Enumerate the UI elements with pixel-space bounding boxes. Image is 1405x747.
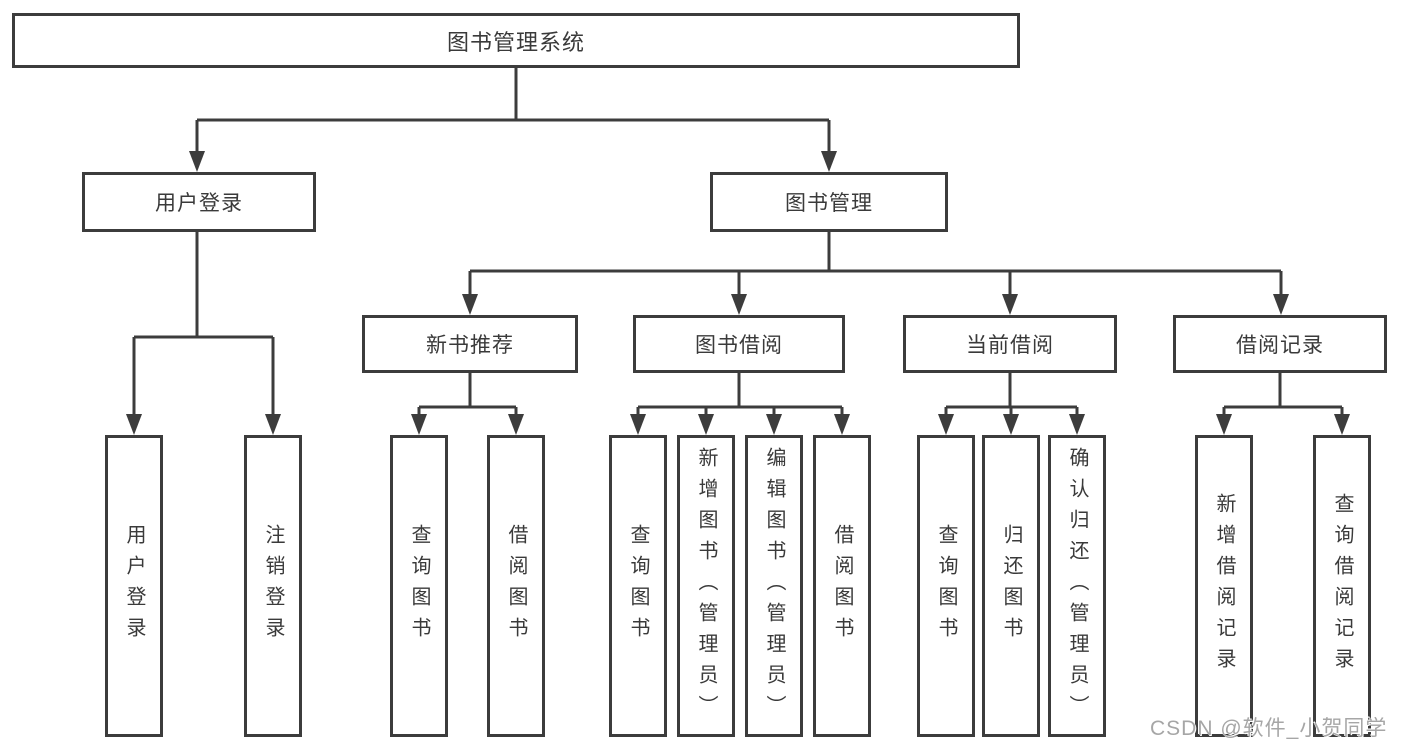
leaf-records-add-borrow-record-label: 新增借阅记录 xyxy=(1213,493,1235,679)
leaf-recommend-borrow-books-label: 借阅图书 xyxy=(505,524,527,648)
leaf-current-confirm-return-admin: 确认归还（管理员） xyxy=(1048,435,1106,737)
leaf-current-query-books-label: 查询图书 xyxy=(935,524,957,648)
leaf-recommend-query-books-label: 查询图书 xyxy=(408,524,430,648)
node-borrow-records-label: 借阅记录 xyxy=(1236,334,1324,357)
node-new-book-recommend-label: 新书推荐 xyxy=(426,334,514,357)
leaf-user-login-label: 用户登录 xyxy=(123,524,145,648)
leaf-borrow-query-books-label: 查询图书 xyxy=(627,524,649,648)
leaf-records-add-borrow-record: 新增借阅记录 xyxy=(1195,435,1253,737)
leaf-borrow-edit-books-admin: 编辑图书（管理员） xyxy=(745,435,803,737)
node-book-management: 图书管理 xyxy=(710,172,948,232)
leaf-logout: 注销登录 xyxy=(244,435,302,737)
root-node-library-management-system: 图书管理系统 xyxy=(12,13,1020,68)
leaf-borrow-edit-books-admin-label: 编辑图书（管理员） xyxy=(763,446,785,726)
leaf-current-query-books: 查询图书 xyxy=(917,435,975,737)
leaf-user-login: 用户登录 xyxy=(105,435,163,737)
node-user-login-label: 用户登录 xyxy=(155,192,243,215)
node-current-borrow-label: 当前借阅 xyxy=(966,334,1054,357)
leaf-current-return-books-label: 归还图书 xyxy=(1000,524,1022,648)
node-book-borrow: 图书借阅 xyxy=(633,315,845,373)
node-book-management-label: 图书管理 xyxy=(785,192,873,215)
node-user-login: 用户登录 xyxy=(82,172,316,232)
csdn-watermark: CSDN @软件_小贺同学 xyxy=(1150,717,1388,740)
leaf-current-return-books: 归还图书 xyxy=(982,435,1040,737)
leaf-borrow-borrow-books-label: 借阅图书 xyxy=(831,524,853,648)
node-borrow-records: 借阅记录 xyxy=(1173,315,1387,373)
leaf-borrow-add-books-admin: 新增图书（管理员） xyxy=(677,435,735,737)
leaf-current-confirm-return-admin-label: 确认归还（管理员） xyxy=(1066,446,1088,726)
root-node-label: 图书管理系统 xyxy=(446,29,585,55)
node-book-borrow-label: 图书借阅 xyxy=(695,334,783,357)
leaf-records-query-borrow-record-label: 查询借阅记录 xyxy=(1331,493,1353,679)
leaf-borrow-borrow-books: 借阅图书 xyxy=(813,435,871,737)
leaf-records-query-borrow-record: 查询借阅记录 xyxy=(1313,435,1371,737)
arrowheads xyxy=(126,151,1350,435)
leaf-recommend-query-books: 查询图书 xyxy=(390,435,448,737)
leaf-borrow-add-books-admin-label: 新增图书（管理员） xyxy=(695,446,717,726)
leaf-logout-label: 注销登录 xyxy=(262,524,284,648)
node-current-borrow: 当前借阅 xyxy=(903,315,1117,373)
node-new-book-recommend: 新书推荐 xyxy=(362,315,578,373)
leaf-recommend-borrow-books: 借阅图书 xyxy=(487,435,545,737)
leaf-borrow-query-books: 查询图书 xyxy=(609,435,667,737)
